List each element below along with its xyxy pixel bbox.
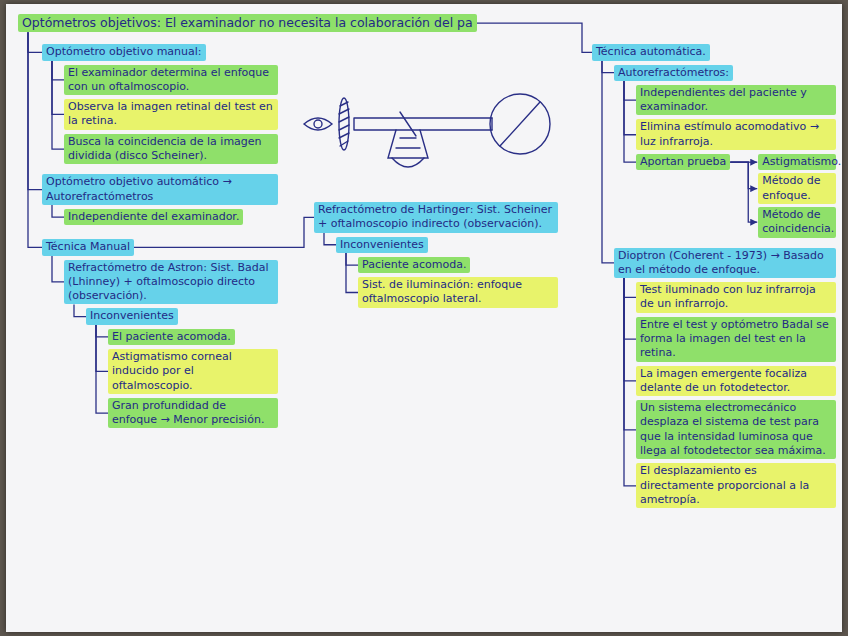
highlight-box: Dioptron (Coherent - 1973) → Basado en e…: [614, 248, 836, 279]
note-text: El desplazamiento es directamente propor…: [640, 464, 832, 507]
highlight-box: Optómetro objetivo automático → Autorefr…: [42, 174, 278, 205]
note-text: Método de enfoque.: [762, 174, 832, 203]
note-text: Inconvenientes: [340, 238, 424, 252]
note-text: Optómetro objetivo manual:: [46, 45, 202, 59]
highlight-box: Elimina estímulo acomodativo → luz infra…: [636, 119, 836, 150]
paper-sheet: Optómetros objetivos: El examinador no n…: [6, 4, 842, 632]
highlight-box: Refractómetro de Astron: Sist. Badal (Lh…: [64, 260, 278, 305]
tree-connector: [624, 81, 636, 100]
highlight-box: El examinador determina el enfoque con u…: [64, 65, 278, 96]
tree-connector: [624, 81, 636, 162]
highlight-box: Entre el test y optómetro Badal se forma…: [636, 317, 836, 362]
highlight-box: Gran profundidad de enfoque → Menor prec…: [108, 398, 278, 429]
tree-connector: [624, 278, 636, 381]
tree-connector: [28, 32, 42, 52]
highlight-box: Técnica automática.: [592, 44, 710, 60]
highlight-box: Inconvenientes: [86, 308, 178, 324]
note-text: Dioptron (Coherent - 1973) → Basado en e…: [618, 249, 832, 278]
instrument-sketch: [296, 54, 556, 194]
highlight-box: Refractómetro de Hartinger: Sist. Schein…: [314, 202, 558, 233]
highlight-box: Autorefractómetros:: [614, 65, 733, 81]
tree-connector: [74, 304, 86, 316]
note-text: Inconvenientes: [90, 309, 174, 323]
highlight-box: Sist. de iluminación: enfoque oftalmosco…: [358, 277, 558, 308]
highlight-box: Astigmatismo corneal inducido por el oft…: [108, 349, 278, 394]
tree-connector: [624, 278, 636, 339]
tree-connector: [346, 253, 358, 265]
tree-connector: [730, 162, 757, 222]
tree-connector: [28, 32, 42, 247]
highlight-box: Observa la imagen retinal del test en la…: [64, 99, 278, 130]
tree-connector: [346, 253, 358, 293]
highlight-box: Paciente acomoda.: [358, 257, 470, 273]
tree-connector: [52, 205, 64, 217]
tree-connector: [477, 23, 592, 52]
note-text: Independiente del examinador.: [68, 210, 239, 224]
note-text: Paciente acomoda.: [362, 258, 466, 272]
highlight-box: Inconvenientes: [336, 237, 428, 253]
tree-connector: [52, 256, 64, 282]
note-text: Sist. de iluminación: enfoque oftalmosco…: [362, 278, 554, 307]
note-text: Refractómetro de Hartinger: Sist. Schein…: [318, 203, 554, 232]
highlight-box: Independientes del paciente y examinador…: [636, 85, 836, 116]
note-text: Técnica Manual: [46, 240, 130, 254]
tree-connector: [324, 233, 336, 245]
tree-connector: [52, 61, 64, 115]
note-text: Un sistema electromecánico desplaza el s…: [640, 401, 832, 458]
highlight-box: Aportan prueba: [636, 154, 730, 170]
highlight-box: Independiente del examinador.: [64, 209, 243, 225]
note-text: Optómetros objetivos: El examinador no n…: [22, 15, 473, 31]
highlight-box: Método de enfoque.: [758, 173, 836, 204]
tree-connector: [602, 61, 614, 263]
highlight-box: Test iluminado con luz infrarroja de un …: [636, 282, 836, 313]
highlight-box: Un sistema electromecánico desplaza el s…: [636, 400, 836, 459]
tree-connector: [52, 61, 64, 149]
note-text: Independientes del paciente y examinador…: [640, 86, 832, 115]
highlight-box: Optómetros objetivos: El examinador no n…: [18, 14, 477, 32]
highlight-box: El paciente acomoda.: [108, 329, 235, 345]
tree-connector: [28, 32, 42, 189]
tree-connector: [52, 61, 64, 80]
tree-connector: [602, 61, 614, 73]
note-text: Entre el test y optómetro Badal se forma…: [640, 318, 832, 361]
note-text: La imagen emergente focaliza delante de …: [640, 367, 832, 396]
note-text: Autorefractómetros:: [618, 66, 729, 80]
highlight-box: El desplazamiento es directamente propor…: [636, 463, 836, 508]
note-text: El paciente acomoda.: [112, 330, 231, 344]
highlight-box: La imagen emergente focaliza delante de …: [636, 366, 836, 397]
tree-connector: [96, 325, 108, 372]
tree-connector: [624, 278, 636, 297]
note-text: Método de coincidencia.: [762, 208, 832, 237]
note-text: Astigmatismo corneal inducido por el oft…: [112, 350, 274, 393]
highlight-box: Optómetro objetivo manual:: [42, 44, 206, 60]
note-text: El examinador determina el enfoque con u…: [68, 66, 274, 95]
note-text: Test iluminado con luz infrarroja de un …: [640, 283, 832, 312]
tree-connector: [624, 278, 636, 430]
note-text: Técnica automática.: [596, 45, 706, 59]
note-text: Refractómetro de Astron: Sist. Badal (Lh…: [68, 261, 274, 304]
tree-connector: [624, 81, 636, 135]
highlight-box: Técnica Manual: [42, 239, 134, 255]
tree-connector: [624, 278, 636, 486]
note-text: Elimina estímulo acomodativo → luz infra…: [640, 120, 832, 149]
highlight-box: Busca la coincidencia de la imagen divid…: [64, 134, 278, 165]
tree-connector: [96, 325, 108, 337]
tree-connector: [96, 325, 108, 413]
note-text: Optómetro objetivo automático → Autorefr…: [46, 175, 274, 204]
note-text: Observa la imagen retinal del test en la…: [68, 100, 274, 129]
highlight-box: Astigmatismo.: [758, 154, 836, 170]
note-text: Gran profundidad de enfoque → Menor prec…: [112, 399, 274, 428]
note-text: Busca la coincidencia de la imagen divid…: [68, 135, 274, 164]
tree-connector: [730, 162, 757, 188]
note-text: Astigmatismo.: [762, 155, 832, 169]
note-text: Aportan prueba: [640, 155, 726, 169]
highlight-box: Método de coincidencia.: [758, 207, 836, 238]
